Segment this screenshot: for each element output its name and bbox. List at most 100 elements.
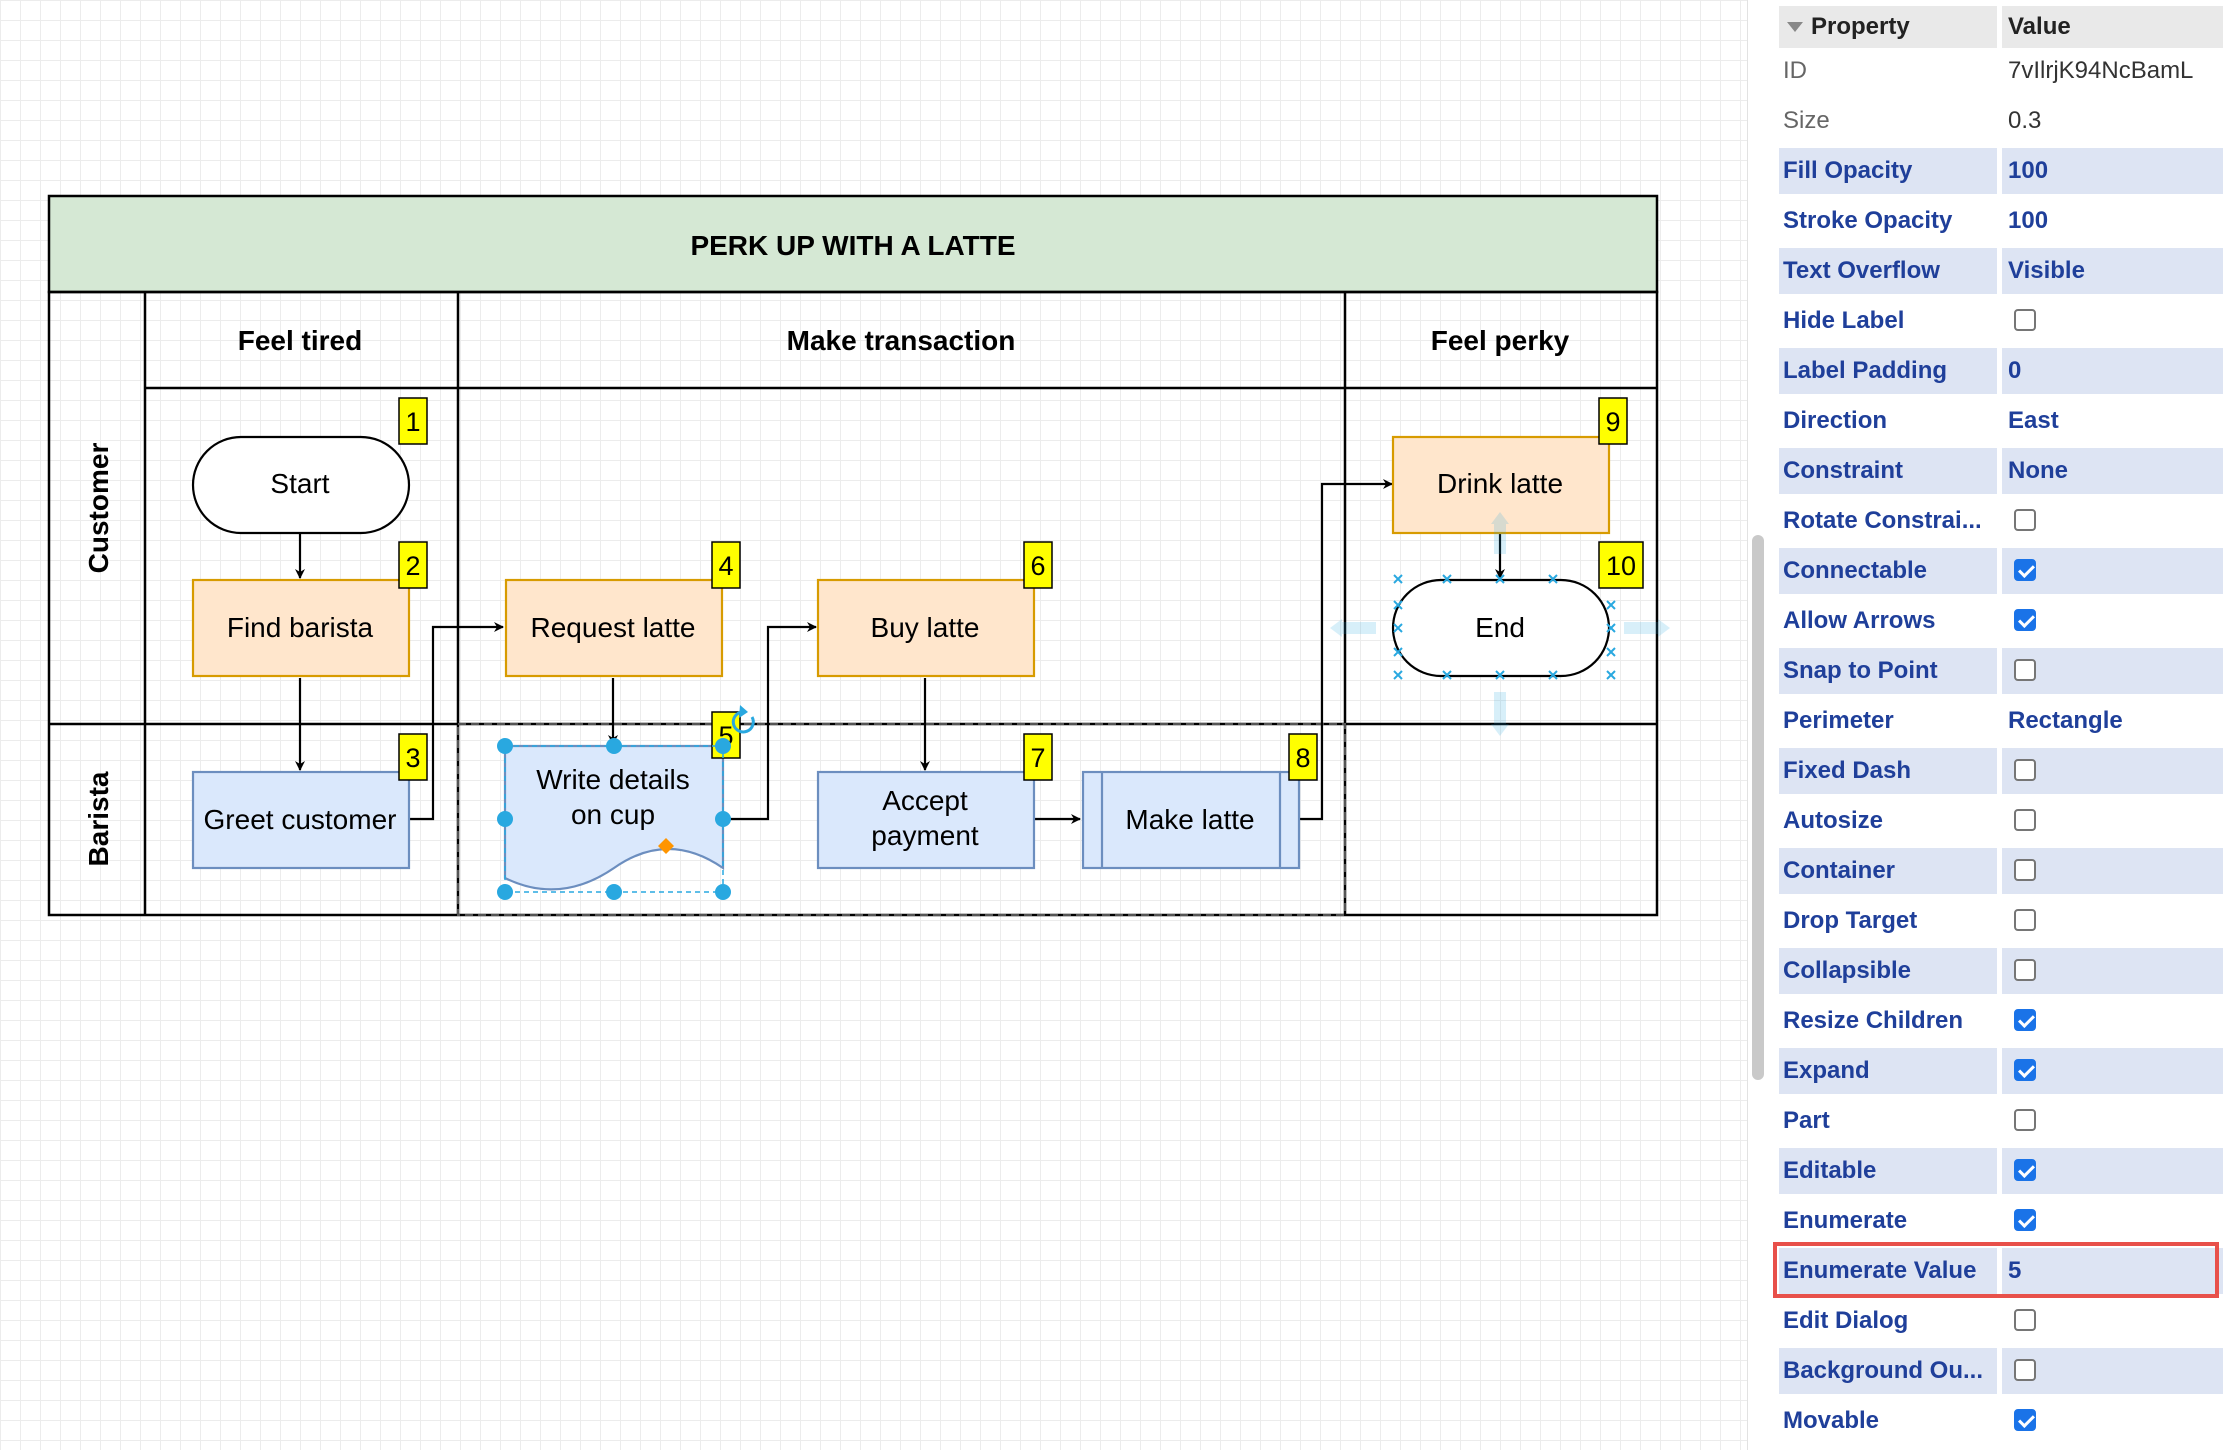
checkbox-unchecked[interactable]	[2014, 759, 2036, 781]
property-value[interactable]: 0	[2002, 348, 2223, 394]
property-row-autosize[interactable]: Autosize	[1779, 798, 2223, 844]
property-checkbox-cell[interactable]	[2002, 1348, 2223, 1394]
property-row-fixed-dash[interactable]: Fixed Dash	[1779, 748, 2223, 794]
greet-customer-process[interactable]: Greet customer	[191, 770, 411, 870]
property-value[interactable]: 0.3	[2008, 107, 2042, 134]
collapse-triangle-icon[interactable]	[1787, 21, 1803, 32]
checkbox-checked[interactable]	[2014, 1059, 2036, 1081]
buy-latte-process[interactable]: Buy latte	[816, 578, 1036, 678]
buy-latte-label: Buy latte	[871, 612, 980, 643]
drink-latte-process[interactable]: Drink latte	[1391, 435, 1611, 535]
property-checkbox-cell[interactable]	[2002, 598, 2223, 644]
property-value[interactable]: Rectangle	[2008, 707, 2123, 734]
start-terminator[interactable]: Start	[191, 435, 411, 535]
find-barista-process[interactable]: Find barista	[191, 578, 411, 678]
property-checkbox-cell[interactable]	[2002, 848, 2223, 894]
checkbox-checked[interactable]	[2014, 1409, 2036, 1431]
checkbox-unchecked[interactable]	[2014, 859, 2036, 881]
property-checkbox-cell[interactable]	[2002, 298, 2223, 344]
property-checkbox-cell[interactable]	[2002, 648, 2223, 694]
property-value[interactable]: 7vIlrjK94NcBamL	[2008, 57, 2194, 84]
write-details-document[interactable]: Write details on cup	[503, 744, 725, 891]
property-value[interactable]: 100	[2008, 207, 2049, 234]
canvas-scrollbar[interactable]	[1752, 535, 1764, 1080]
checkbox-unchecked[interactable]	[2014, 1359, 2036, 1381]
property-value[interactable]: 5	[2002, 1248, 2223, 1294]
property-value[interactable]: None	[2002, 448, 2223, 494]
property-row-enumerate[interactable]: Enumerate	[1779, 1198, 2223, 1244]
property-row-rotate-constrai[interactable]: Rotate Constrai...	[1779, 498, 2223, 544]
property-checkbox-cell[interactable]	[2002, 898, 2223, 944]
rotate-handle-icon[interactable]	[731, 705, 755, 734]
property-checkbox-cell[interactable]	[2002, 548, 2223, 594]
property-checkbox-cell[interactable]	[2002, 1198, 2223, 1244]
property-value[interactable]: 100	[2002, 148, 2223, 194]
property-checkbox-cell[interactable]	[2002, 1098, 2223, 1144]
end-hover-arrows[interactable]	[1330, 512, 1670, 736]
property-checkbox-cell[interactable]	[2002, 1298, 2223, 1344]
checkbox-checked[interactable]	[2014, 609, 2036, 631]
checkbox-unchecked[interactable]	[2014, 509, 2036, 531]
checkbox-unchecked[interactable]	[2014, 809, 2036, 831]
property-row-container[interactable]: Container	[1779, 848, 2223, 894]
phase-header-make-transaction[interactable]: Make transaction	[787, 325, 1016, 356]
checkbox-unchecked[interactable]	[2014, 659, 2036, 681]
property-checkbox-cell[interactable]	[2002, 1048, 2223, 1094]
checkbox-checked[interactable]	[2014, 559, 2036, 581]
property-row-collapsible[interactable]: Collapsible	[1779, 948, 2223, 994]
property-checkbox-cell[interactable]	[2002, 798, 2223, 844]
request-latte-process[interactable]: Request latte	[504, 578, 724, 678]
property-checkbox-cell[interactable]	[2002, 1398, 2223, 1444]
checkbox-unchecked[interactable]	[2014, 1309, 2036, 1331]
checkbox-unchecked[interactable]	[2014, 909, 2036, 931]
checkbox-unchecked[interactable]	[2014, 309, 2036, 331]
property-row-hide-label[interactable]: Hide Label	[1779, 298, 2223, 344]
property-checkbox-cell[interactable]	[2002, 1148, 2223, 1194]
property-row-snap-to-point[interactable]: Snap to Point	[1779, 648, 2223, 694]
property-row-allow-arrows[interactable]: Allow Arrows	[1779, 598, 2223, 644]
property-value[interactable]: East	[2008, 407, 2059, 434]
checkbox-checked[interactable]	[2014, 1209, 2036, 1231]
make-latte-subprocess[interactable]: Make latte	[1081, 770, 1301, 870]
checkbox-checked[interactable]	[2014, 1159, 2036, 1181]
accept-payment-process[interactable]: Accept payment	[816, 770, 1036, 870]
checkbox-unchecked[interactable]	[2014, 959, 2036, 981]
property-row-edit-dialog[interactable]: Edit Dialog	[1779, 1298, 2223, 1344]
property-checkbox-cell[interactable]	[2002, 998, 2223, 1044]
property-value[interactable]: Visible	[2002, 248, 2223, 294]
checkbox-checked[interactable]	[2014, 1009, 2036, 1031]
property-row-expand[interactable]: Expand	[1779, 1048, 2223, 1094]
end-terminator[interactable]: End	[1391, 578, 1611, 678]
selection-handles[interactable]	[497, 738, 731, 900]
lane-header-customer[interactable]: Customer	[83, 443, 114, 574]
lane-header-barista[interactable]: Barista	[83, 771, 114, 866]
checkbox-unchecked[interactable]	[2014, 1109, 2036, 1131]
property-row-editable[interactable]: Editable	[1779, 1148, 2223, 1194]
shape-adjust-handle[interactable]	[658, 838, 674, 854]
property-row-resize-children[interactable]: Resize Children	[1779, 998, 2223, 1044]
property-row-movable[interactable]: Movable	[1779, 1398, 2223, 1444]
property-row-connectable[interactable]: Connectable	[1779, 548, 2223, 594]
property-row-part[interactable]: Part	[1779, 1098, 2223, 1144]
connectors[interactable]	[295, 479, 1505, 824]
property-row-drop-target[interactable]: Drop Target	[1779, 898, 2223, 944]
panel-divider[interactable]	[1747, 0, 1748, 1450]
property-row-background-ou[interactable]: Background Ou...	[1779, 1348, 2223, 1394]
phase-header-feel-tired[interactable]: Feel tired	[238, 325, 362, 356]
property-checkbox-cell[interactable]	[2002, 948, 2223, 994]
phase-header-feel-perky[interactable]: Feel perky	[1431, 325, 1570, 356]
pool-body[interactable]	[47, 290, 1659, 917]
property-checkbox-cell[interactable]	[2002, 748, 2223, 794]
property-checkbox-cell[interactable]	[2002, 498, 2223, 544]
property-column-header[interactable]: Property	[1779, 6, 1997, 48]
